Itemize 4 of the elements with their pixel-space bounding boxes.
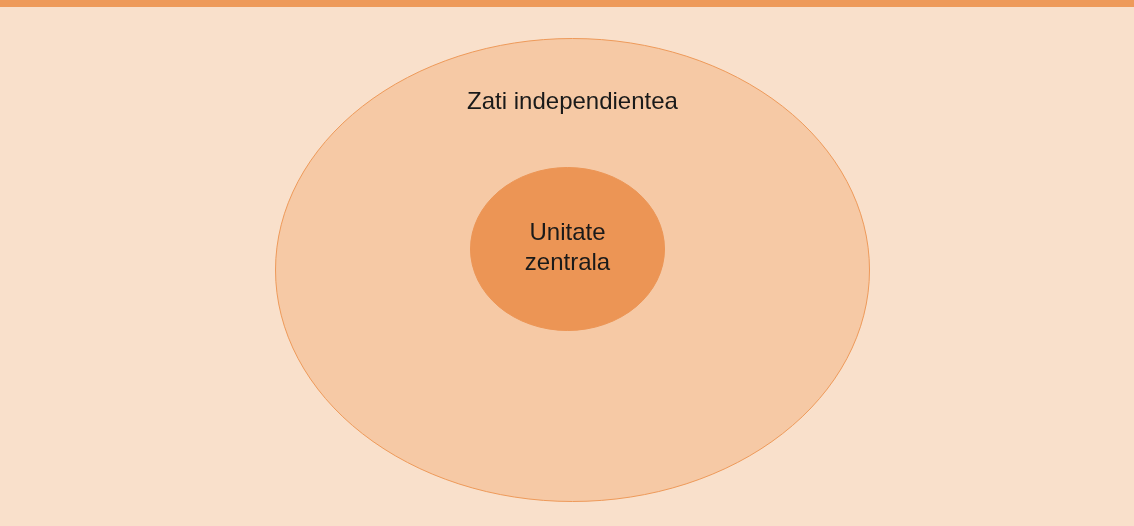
node-label: Unitate zentrala <box>523 217 612 277</box>
ellipse-node <box>470 167 665 331</box>
ellipse-node <box>275 38 870 502</box>
node-label: Zati independientea <box>466 86 679 116</box>
